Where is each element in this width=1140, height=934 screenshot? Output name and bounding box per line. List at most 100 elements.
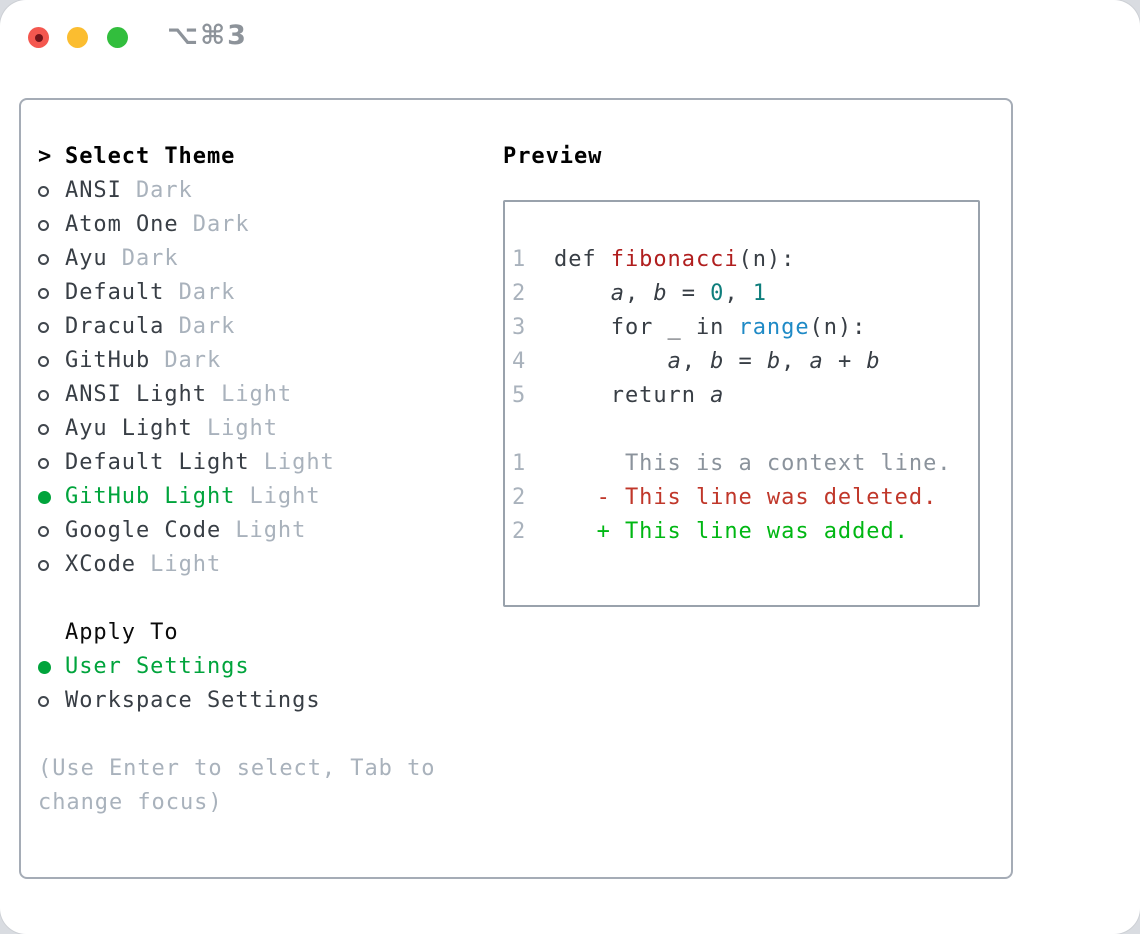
theme-variant-tag: Dark xyxy=(178,212,250,237)
select-theme-header: Select Theme xyxy=(65,144,236,169)
code-segment-plain: def xyxy=(554,247,611,272)
theme-label: GitHub Light xyxy=(65,484,236,509)
theme-option-ansi[interactable]: ANSI Dark xyxy=(38,174,490,208)
theme-variant-tag: Light xyxy=(221,518,307,543)
minimize-button[interactable] xyxy=(67,27,88,48)
theme-variant-tag: Light xyxy=(249,450,335,475)
theme-option-google-code[interactable]: Google Code Light xyxy=(38,514,490,548)
theme-option-atom-one[interactable]: Atom One Dark xyxy=(38,208,490,242)
theme-option-ayu-light[interactable]: Ayu Light Light xyxy=(38,412,490,446)
code-segment-number: 1 xyxy=(752,281,767,306)
diff-line: 2 - This line was deleted. xyxy=(512,481,978,515)
code-segment-plain: , xyxy=(624,281,654,306)
theme-label: Atom One xyxy=(65,212,179,237)
theme-variant-tag: Light xyxy=(135,552,222,577)
radio-icon xyxy=(38,287,65,299)
select-theme-header-row: > Select Theme xyxy=(38,140,490,174)
apply-to-header-row: Apply To xyxy=(38,616,490,650)
radio-icon xyxy=(38,423,65,435)
radio-selected-icon xyxy=(38,660,65,674)
code-line: 4 a, b = b, a + b xyxy=(512,345,978,379)
radio-icon xyxy=(38,457,65,469)
code-segment-var: b xyxy=(710,349,725,374)
code-segment-plain: + xyxy=(823,349,867,374)
code-segment-var: b xyxy=(866,349,881,374)
code-segment-added: + This line was added. xyxy=(554,519,909,544)
code-segment-plain xyxy=(554,349,668,374)
radio-icon xyxy=(38,389,65,401)
theme-variant-tag: Light xyxy=(192,416,278,441)
theme-variant-tag: Light xyxy=(235,484,321,509)
theme-option-default-light[interactable]: Default Light Light xyxy=(38,446,490,480)
code-segment-var: a xyxy=(809,349,824,374)
code-segment-plain: = xyxy=(667,281,711,306)
code-segment-plain: = xyxy=(724,349,767,374)
theme-label: Google Code xyxy=(65,518,222,543)
apply-to-header: Apply To xyxy=(65,620,179,645)
diff-line: 1 This is a context line. xyxy=(512,447,978,481)
theme-label: ANSI Light xyxy=(65,382,207,407)
theme-label: XCode xyxy=(65,552,136,577)
theme-option-github-light[interactable]: GitHub Light Light xyxy=(38,480,490,514)
theme-label: Ayu Light xyxy=(65,416,193,441)
code-segment-plain: (n): xyxy=(809,315,867,340)
theme-variant-tag: Dark xyxy=(164,280,236,305)
theme-label: ANSI xyxy=(65,178,122,203)
code-segment-plain: , xyxy=(681,349,711,374)
code-segment-context: This is a context line. xyxy=(554,451,952,476)
apply-target-option-user-settings[interactable]: User Settings xyxy=(38,650,490,684)
theme-variant-tag: Dark xyxy=(164,314,236,339)
code-segment-var: b xyxy=(766,349,782,374)
line-number: 2 xyxy=(512,519,527,544)
theme-option-ansi-light[interactable]: ANSI Light Light xyxy=(38,378,490,412)
code-line: 5 return a xyxy=(512,379,978,413)
radio-icon xyxy=(38,695,65,707)
code-line: 2 a, b = 0, 1 xyxy=(512,277,978,311)
zoom-button[interactable] xyxy=(107,27,128,48)
theme-option-default[interactable]: Default Dark xyxy=(38,276,490,310)
line-number: 4 xyxy=(512,349,527,374)
theme-label: Dracula xyxy=(65,314,165,339)
code-segment-builtin: range xyxy=(738,315,810,340)
theme-option-ayu[interactable]: Ayu Dark xyxy=(38,242,490,276)
theme-option-github[interactable]: GitHub Dark xyxy=(38,344,490,378)
code-segment-plain: for _ in xyxy=(554,315,739,340)
close-button[interactable] xyxy=(28,27,49,48)
radio-selected-icon xyxy=(38,490,65,504)
preview-header: Preview xyxy=(503,144,603,169)
window-title: ⌥⌘3 xyxy=(167,20,248,51)
apply-target-option-workspace-settings[interactable]: Workspace Settings xyxy=(38,684,490,718)
theme-label: GitHub xyxy=(65,348,151,373)
diff-line: 2 + This line was added. xyxy=(512,515,978,549)
line-number: 2 xyxy=(512,281,527,306)
line-number: 5 xyxy=(512,383,527,408)
blank-line xyxy=(512,413,978,447)
spacer xyxy=(38,582,490,616)
theme-label: Default Light xyxy=(65,450,250,475)
theme-option-dracula[interactable]: Dracula Dark xyxy=(38,310,490,344)
radio-icon xyxy=(38,525,65,537)
line-number: 1 xyxy=(512,247,527,272)
code-segment-var: b xyxy=(653,281,668,306)
radio-icon xyxy=(38,185,65,197)
code-segment-deleted: - This line was deleted. xyxy=(554,485,938,510)
cursor-arrow-icon: > xyxy=(38,144,53,169)
code-segment-plain: return xyxy=(554,383,711,408)
code-segment-plain: , xyxy=(724,281,753,306)
code-segment-plain: (n): xyxy=(738,247,796,272)
theme-variant-tag: Dark xyxy=(121,178,193,203)
theme-label: Ayu xyxy=(65,246,108,271)
radio-icon xyxy=(38,321,65,333)
radio-icon xyxy=(38,253,65,265)
theme-variant-tag: Dark xyxy=(107,246,179,271)
line-number: 3 xyxy=(512,315,527,340)
theme-variant-tag: Light xyxy=(206,382,293,407)
theme-option-xcode[interactable]: XCode Light xyxy=(38,548,490,582)
close-dot-icon xyxy=(34,33,43,42)
code-segment-var: a xyxy=(710,383,725,408)
